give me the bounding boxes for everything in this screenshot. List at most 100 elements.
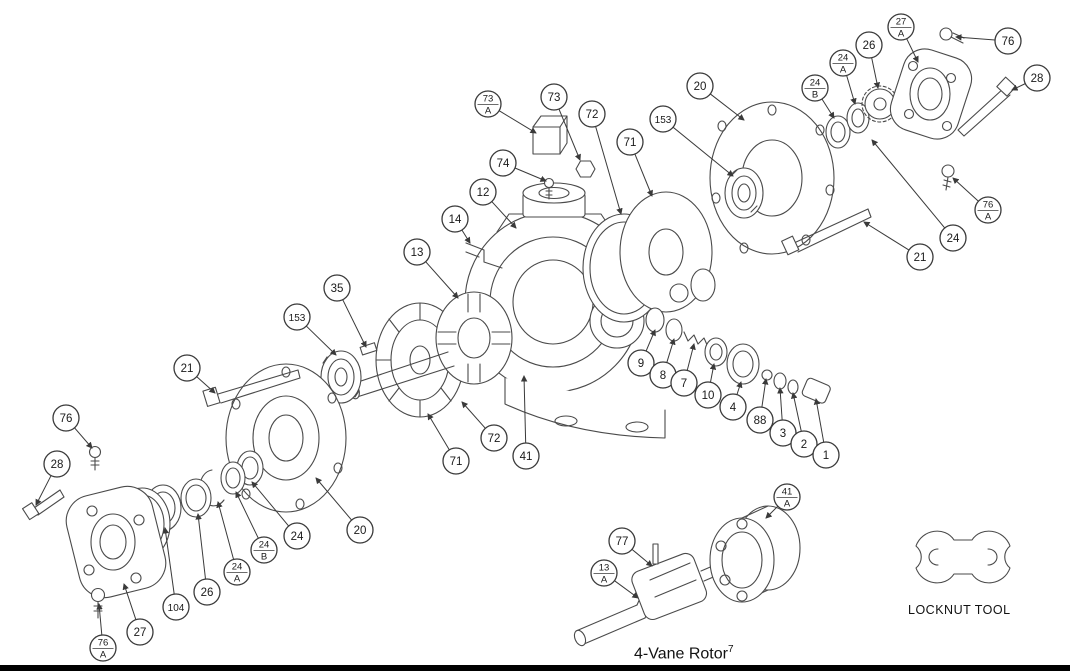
callout-41: 41 [512, 442, 540, 470]
callout-10: 10 [694, 381, 722, 409]
leader-line-21-right [863, 221, 910, 251]
svg-text:73: 73 [483, 94, 494, 105]
callout-26-bl: 26 [193, 578, 221, 606]
svg-text:28: 28 [1031, 73, 1044, 85]
callout-72-bottom: 72 [480, 424, 508, 452]
diagram-artwork [21, 27, 1017, 647]
callout-72-top: 72 [578, 100, 606, 128]
svg-text:A: A [840, 65, 847, 76]
leader-line-41 [520, 375, 528, 444]
callout-28-topright: 28 [1023, 64, 1051, 92]
callout-24B-top: 24B [801, 74, 829, 102]
svg-text:71: 71 [450, 456, 463, 468]
leader-line-74 [514, 167, 547, 182]
leader-line-10 [709, 363, 717, 383]
svg-text:8: 8 [660, 370, 666, 382]
svg-text:72: 72 [586, 109, 599, 121]
callout-35: 35 [323, 274, 351, 302]
locknut-tool-caption: LOCKNUT TOOL [908, 603, 1011, 617]
leader-line-76-left [74, 427, 93, 449]
callout-27-bl: 27 [126, 618, 154, 646]
callout-77: 77 [608, 527, 636, 555]
svg-text:24: 24 [947, 233, 960, 245]
svg-text:13: 13 [411, 247, 424, 259]
shaft-end-assembly-drawing [21, 291, 513, 619]
leader-line-28-topright [1011, 83, 1026, 91]
callout-20-bl: 20 [346, 516, 374, 544]
leader-line-35 [342, 299, 367, 348]
callout-28-left: 28 [43, 450, 71, 478]
leader-line-104 [162, 527, 175, 595]
svg-text:4: 4 [730, 402, 737, 414]
callout-24B-bl: 24B [250, 536, 278, 564]
leader-line-76A-bl [96, 603, 103, 636]
svg-text:21: 21 [181, 363, 194, 375]
svg-text:35: 35 [331, 283, 344, 295]
svg-text:76: 76 [1002, 36, 1015, 48]
svg-text:13: 13 [599, 563, 610, 574]
head-assembly-drawing [582, 27, 1017, 323]
svg-text:12: 12 [477, 187, 490, 199]
svg-text:10: 10 [702, 390, 715, 402]
svg-text:A: A [100, 650, 107, 661]
svg-text:28: 28 [51, 459, 64, 471]
svg-text:27: 27 [896, 17, 907, 28]
callout-26-top: 26 [855, 31, 883, 59]
leader-line-3 [777, 387, 784, 421]
callout-153-left: 153 [283, 303, 311, 331]
leader-line-76A-right [952, 177, 979, 202]
svg-text:72: 72 [488, 433, 501, 445]
leader-line-72-bottom [461, 401, 486, 429]
callout-153-top: 153 [649, 105, 677, 133]
leader-line-24A-bl [216, 501, 235, 560]
vane-rotor-assembly-drawing [573, 505, 801, 647]
svg-text:A: A [485, 106, 492, 117]
callout-1: 1 [812, 441, 840, 469]
leader-line-24-bl [251, 481, 290, 527]
leader-line-41A [765, 505, 779, 519]
svg-text:3: 3 [780, 428, 786, 440]
leader-line-153-top [672, 126, 734, 177]
svg-text:24: 24 [291, 531, 304, 543]
leader-line-20-top [709, 93, 745, 121]
relief-valve-parts-drawing [645, 307, 831, 404]
callout-13: 13 [403, 238, 431, 266]
svg-text:88: 88 [754, 415, 767, 427]
svg-text:76: 76 [983, 200, 994, 211]
svg-text:24: 24 [232, 562, 243, 573]
svg-text:41: 41 [782, 487, 793, 498]
callout-73A-top: 73A [474, 90, 502, 118]
leader-line-72-top [595, 126, 623, 215]
svg-text:104: 104 [168, 603, 185, 614]
callout-71-bottom: 71 [442, 447, 470, 475]
callout-12: 12 [469, 178, 497, 206]
callout-76-left: 76 [52, 404, 80, 432]
callout-4: 4 [719, 393, 747, 421]
svg-text:24: 24 [838, 53, 849, 64]
leader-line-77 [631, 548, 653, 567]
svg-text:26: 26 [863, 40, 876, 52]
svg-text:153: 153 [655, 115, 672, 126]
leader-line-73 [558, 108, 581, 161]
callout-74: 74 [489, 149, 517, 177]
callout-76A-bl: 76A [89, 634, 117, 662]
svg-text:153: 153 [289, 313, 306, 324]
leader-line-12 [491, 201, 517, 229]
leader-line-153-left [305, 325, 337, 356]
svg-text:A: A [784, 499, 791, 510]
leader-line-24B-bl [235, 491, 259, 539]
leader-line-76-topright [955, 34, 996, 41]
leader-line-1 [813, 398, 825, 443]
svg-text:76: 76 [60, 413, 73, 425]
leader-line-7 [686, 343, 696, 371]
leader-line-4 [736, 381, 743, 395]
leader-line-26-top [871, 57, 881, 89]
leader-line-27-bl [122, 583, 137, 620]
svg-text:24: 24 [259, 540, 270, 551]
leader-line-8 [666, 338, 676, 363]
callout-76-topright: 76 [994, 27, 1022, 55]
leader-line-24B-top [821, 98, 835, 119]
